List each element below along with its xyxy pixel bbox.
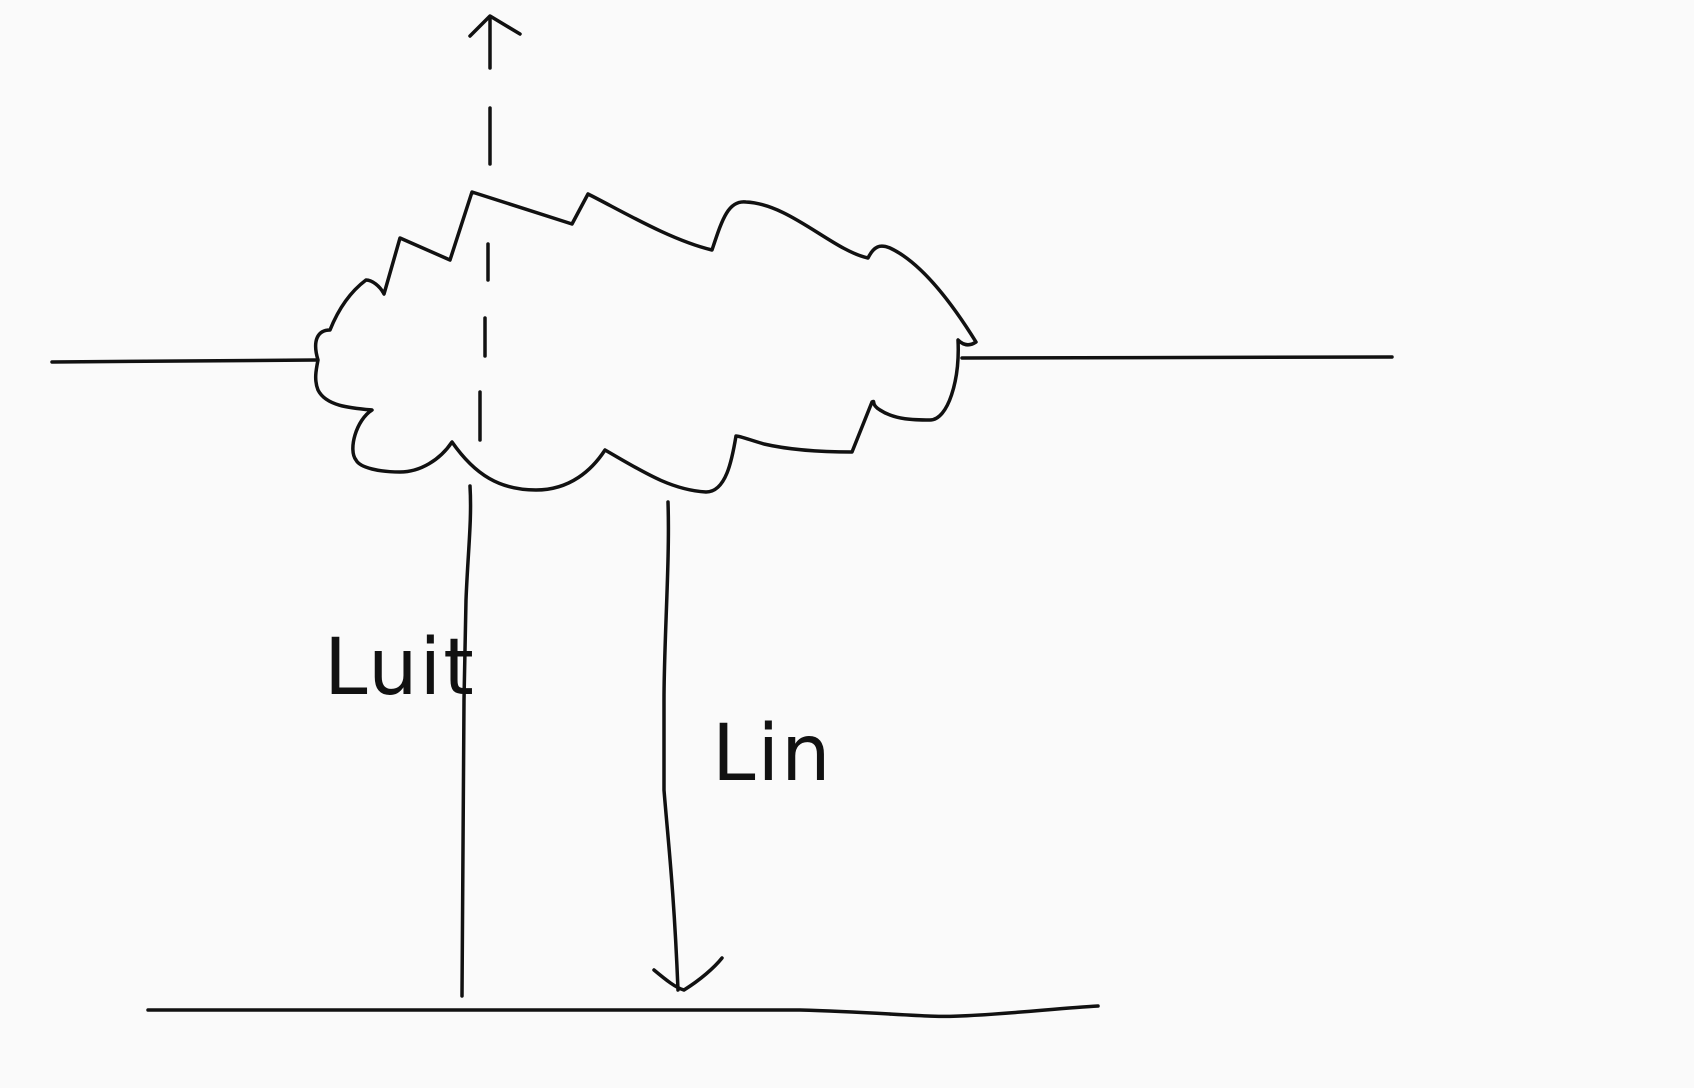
- luit-line: [460, 484, 473, 998]
- lin-label: Lin: [712, 709, 833, 799]
- up-arrow-head: [468, 14, 522, 38]
- lin-arrow-line: [662, 500, 680, 992]
- cloud-shape: [313, 190, 978, 494]
- down-arrow-head: [652, 956, 724, 992]
- left-horizontal-line: [50, 358, 318, 364]
- right-horizontal-line: [960, 355, 1394, 360]
- luit-label: Luit: [324, 623, 476, 713]
- ground-line: [146, 1004, 1100, 1019]
